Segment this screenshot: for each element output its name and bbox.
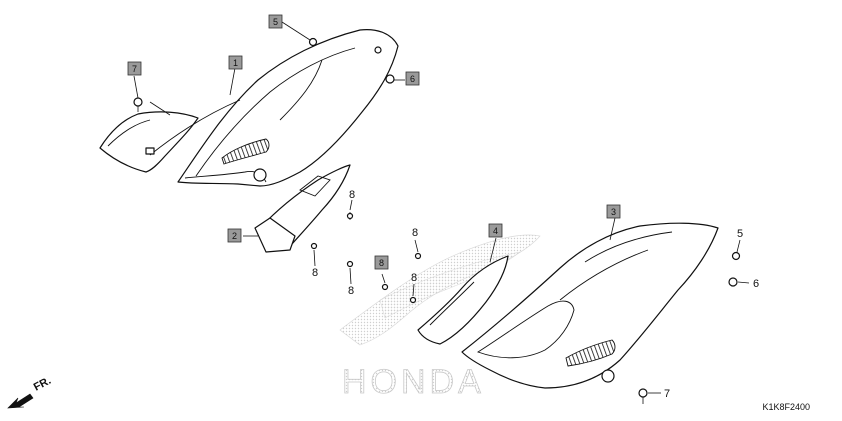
- part-3-side-cover: [461, 222, 719, 389]
- part-1-inner-crease: [279, 59, 323, 121]
- part-2-front-block: [254, 217, 296, 253]
- clip-6-lower: [728, 277, 738, 287]
- svg-text:5: 5: [273, 17, 278, 27]
- strip-clip: [145, 147, 155, 155]
- part-3-crease: [559, 249, 649, 301]
- screw-7-lower: [638, 388, 648, 404]
- callout-box-1: 1: [228, 55, 243, 70]
- callout-box-5: 5: [268, 14, 283, 29]
- part-3-upper-ridge: [584, 231, 673, 263]
- callout-8-e: 8: [411, 272, 417, 284]
- callout-box-8: 8: [374, 255, 389, 270]
- callout-6-plain: 6: [753, 278, 759, 290]
- callout-box-3: 3: [606, 204, 621, 219]
- bolt-8-b: [310, 242, 318, 250]
- callout-box-6: 6: [405, 71, 420, 86]
- part-1-side-cover: [177, 29, 399, 187]
- screw-5-lower: [731, 251, 741, 261]
- bolt-8-a: [346, 212, 354, 220]
- part-2-tab: [299, 175, 331, 197]
- svg-text:1: 1: [233, 58, 238, 68]
- part-4-trim: [417, 255, 509, 345]
- part-3-grille: [565, 339, 616, 367]
- part-1-grommet: [253, 168, 267, 182]
- svg-text:7: 7: [132, 64, 137, 74]
- callout-8-c: 8: [348, 285, 354, 297]
- front-direction-indicator: FR.: [7, 375, 53, 409]
- callout-box-7: 7: [127, 61, 142, 76]
- svg-text:6: 6: [410, 74, 415, 84]
- svg-text:8: 8: [379, 258, 384, 268]
- callout-8-b: 8: [312, 267, 318, 279]
- fasteners: [133, 37, 741, 404]
- part-4-inner: [429, 281, 475, 326]
- front-arrow-icon: [7, 393, 34, 409]
- callout-5-plain: 5: [737, 228, 743, 240]
- clip-6-upper: [385, 74, 395, 84]
- leader-lines: [133, 21, 750, 394]
- svg-text:4: 4: [493, 226, 498, 236]
- part-3-grommet: [601, 369, 615, 383]
- part-4-outline: [417, 255, 509, 345]
- part-3-outline: [461, 222, 719, 389]
- callout-box-2: 2: [227, 228, 242, 243]
- bolt-8-d: [414, 252, 422, 260]
- callout-box-4: 4: [488, 223, 503, 238]
- strip-rod: [149, 99, 241, 156]
- bolt-8-c: [346, 260, 354, 268]
- strip-inner-edge: [107, 119, 151, 147]
- part-1-inner-ridge: [195, 47, 356, 177]
- part-7-panel-strip: [99, 99, 241, 173]
- callout-7-plain: 7: [664, 388, 670, 400]
- part-1-hole: [374, 46, 382, 54]
- part-2-bracket: [254, 164, 351, 253]
- part-3-window: [476, 300, 575, 359]
- callout-8-a: 8: [349, 189, 355, 201]
- diagram-code: K1K8F2400: [762, 402, 810, 412]
- screw-5-upper: [308, 37, 318, 47]
- screw-7-upper: [133, 97, 143, 112]
- bolt-8-e: [381, 283, 417, 304]
- part-1-outline: [177, 29, 399, 187]
- part-1-grille: [221, 138, 270, 165]
- front-direction-label: FR.: [32, 375, 53, 394]
- callout-8-d: 8: [412, 227, 418, 239]
- honda-watermark-text: HONDA: [342, 363, 485, 401]
- strip-outline: [99, 111, 199, 173]
- svg-text:3: 3: [611, 207, 616, 217]
- svg-text:2: 2: [232, 231, 237, 241]
